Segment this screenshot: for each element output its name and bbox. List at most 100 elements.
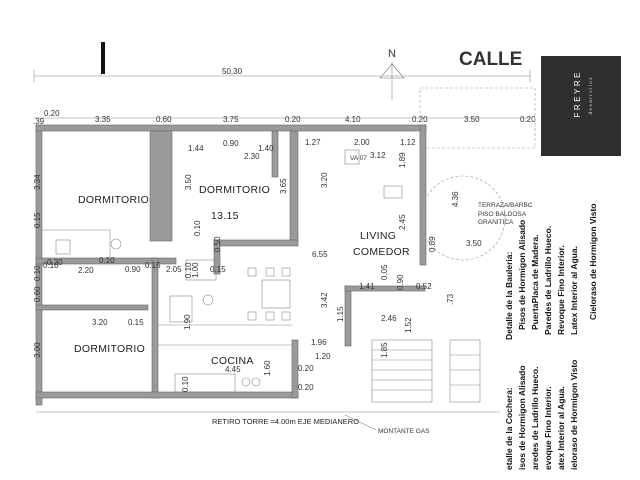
dim-am: 3.42 bbox=[320, 292, 329, 308]
svg-text:Cieloraso de Hormigon Visto: Cieloraso de Hormigon Visto bbox=[588, 203, 598, 320]
dim-z: 2.05 bbox=[166, 265, 182, 274]
dim-as: 1.52 bbox=[404, 317, 413, 333]
dim-az: 0.10 bbox=[181, 376, 190, 392]
dim-af: 0.20 bbox=[47, 258, 63, 267]
dining-table bbox=[261, 279, 291, 309]
room-dormitorio-1: DORMITORIO bbox=[78, 194, 149, 206]
svg-text:atex Interior al Agua.: atex Interior al Agua. bbox=[556, 386, 566, 470]
street-label: CALLE bbox=[459, 49, 522, 70]
dim-ao: 3.20 bbox=[92, 318, 108, 327]
dim-t: 0.15 bbox=[33, 212, 42, 228]
dim-d5: 4.10 bbox=[345, 115, 361, 124]
dim-f: 2.00 bbox=[354, 138, 370, 147]
room-dormitorio-2-area: 13.15 bbox=[211, 210, 239, 222]
wall-column bbox=[149, 130, 173, 242]
dim-r: 6.55 bbox=[312, 250, 328, 259]
dim-d8: 0.20 bbox=[520, 115, 536, 124]
room-comedor: COMEDOR bbox=[353, 246, 410, 258]
north-label: N bbox=[388, 48, 396, 60]
dim-c: 1.40 bbox=[258, 144, 274, 153]
room-dormitorio-2: DORMITORIO bbox=[199, 184, 270, 196]
dim-an: .73 bbox=[446, 293, 455, 305]
dim-d1: 3.35 bbox=[95, 115, 111, 124]
wall-west bbox=[35, 124, 43, 406]
dim-i: 1.89 bbox=[398, 152, 407, 168]
dim-ab: 1.00 bbox=[191, 262, 200, 278]
dim-k: 3.50 bbox=[184, 174, 193, 190]
svg-text:Revoque Fino Interior.: Revoque Fino Interior. bbox=[556, 245, 566, 335]
dim-b: 0.90 bbox=[223, 139, 239, 148]
svg-text:Latex Interior al Agua.: Latex Interior al Agua. bbox=[569, 246, 579, 335]
dim-total: 50,30 bbox=[222, 67, 243, 76]
dim-va: VA 07 bbox=[350, 155, 367, 162]
dim-ag: 0.10 bbox=[33, 265, 42, 281]
brand-logo bbox=[541, 56, 621, 156]
svg-text:aredes de Ladrillo Hueco.: aredes de Ladrillo Hueco. bbox=[530, 367, 540, 470]
dim-j: 3.34 bbox=[33, 174, 42, 190]
dim-d4: 0.20 bbox=[285, 115, 301, 124]
dim-au: 1.20 bbox=[315, 352, 331, 361]
dim-left-c: .39 bbox=[33, 117, 45, 126]
dim-p: 2.45 bbox=[398, 214, 407, 230]
dim-d7: 3.50 bbox=[464, 115, 480, 124]
floor-type-2: GRANITICA bbox=[478, 219, 514, 226]
svg-text:ieloraso de Hormigon Visto: ieloraso de Hormigon Visto bbox=[569, 360, 579, 470]
terrace-arc bbox=[420, 175, 506, 261]
dim-d: 2.30 bbox=[244, 152, 260, 161]
dim-ai: 1.41 bbox=[359, 282, 375, 291]
dim-w: 0.10 bbox=[43, 261, 59, 270]
dim-ak: 0.90 bbox=[396, 274, 405, 290]
dim-aj: 0.05 bbox=[380, 264, 389, 280]
section-marker bbox=[101, 42, 105, 74]
svg-text:Pisos de Hormigon Alisado: Pisos de Hormigon Alisado bbox=[517, 220, 527, 330]
dim-bd: 1.15 bbox=[336, 306, 345, 322]
dim-q: 3.50 bbox=[466, 239, 482, 248]
dim-h: 3.12 bbox=[370, 151, 386, 160]
dim-d3: 3.75 bbox=[223, 115, 239, 124]
room-terraza: TERRAZA/BARBC bbox=[478, 202, 533, 209]
svg-text:isos de Hormigon Alisado: isos de Hormigon Alisado bbox=[517, 365, 527, 470]
room-living: LIVING bbox=[360, 230, 396, 242]
dim-ar: 2.46 bbox=[381, 314, 397, 323]
room-cocina: COCINA bbox=[211, 355, 254, 367]
brand-subtitle: desarrollos bbox=[588, 76, 593, 115]
dim-y: 0.15 bbox=[145, 261, 161, 270]
dim-ad: 0.15 bbox=[210, 265, 226, 274]
dim-ae: 0.15 bbox=[128, 318, 144, 327]
dim-n: 0.10 bbox=[193, 220, 202, 236]
svg-text:PuertaPlaca de Madera.: PuertaPlaca de Madera. bbox=[530, 235, 540, 330]
dim-ay: 1.60 bbox=[263, 360, 272, 376]
dim-ah: 0.60 bbox=[33, 286, 42, 302]
dim-e: 1.27 bbox=[305, 138, 321, 147]
dim-al: 0.52 bbox=[416, 282, 432, 291]
side-notes-bauleria: Detalle de la Bauleria: Pisos de Hormigo… bbox=[504, 203, 598, 340]
dim-bb: 1.85 bbox=[380, 342, 389, 358]
dim-l: 3.65 bbox=[279, 178, 288, 194]
svg-text:etalle de la Cochera:: etalle de la Cochera: bbox=[504, 387, 514, 470]
dim-ac: 0.50 bbox=[213, 236, 222, 252]
dim-o: 4.36 bbox=[451, 191, 460, 207]
dim-aq: 1.90 bbox=[183, 314, 192, 330]
dim-a: 1.44 bbox=[188, 144, 204, 153]
dim-aa: 0.10 bbox=[184, 262, 193, 278]
dim-v: 2.20 bbox=[78, 266, 94, 275]
svg-text:Detalle de la Bauleria:: Detalle de la Bauleria: bbox=[504, 251, 514, 340]
dim-ax: 3.00 bbox=[33, 342, 42, 358]
dim-at: 1.96 bbox=[311, 338, 327, 347]
dim-u: 0.10 bbox=[99, 256, 115, 265]
wall-north bbox=[35, 124, 427, 132]
floor-type-1: PISO BALDOSA bbox=[478, 211, 527, 218]
retiro-note: RETIRO TORRE =4.00m EJE MEDIANERO bbox=[212, 417, 359, 426]
svg-text:Paredes de Ladrillo Hueco.: Paredes de Ladrillo Hueco. bbox=[543, 226, 553, 335]
dim-s: 0.89 bbox=[428, 236, 437, 252]
dim-left-a: 0.20 bbox=[44, 109, 60, 118]
svg-text:evoque Fino Interior.: evoque Fino Interior. bbox=[543, 386, 553, 470]
dim-x: 0.90 bbox=[125, 265, 141, 274]
dim-g: 1.12 bbox=[400, 138, 416, 147]
dim-d2: 0.60 bbox=[156, 115, 172, 124]
room-dormitorio-3: DORMITORIO bbox=[74, 343, 145, 355]
dim-d6: 0.20 bbox=[412, 115, 428, 124]
brand-name: FREYRE bbox=[573, 70, 582, 118]
dim-bc: 0.20 bbox=[298, 383, 314, 392]
